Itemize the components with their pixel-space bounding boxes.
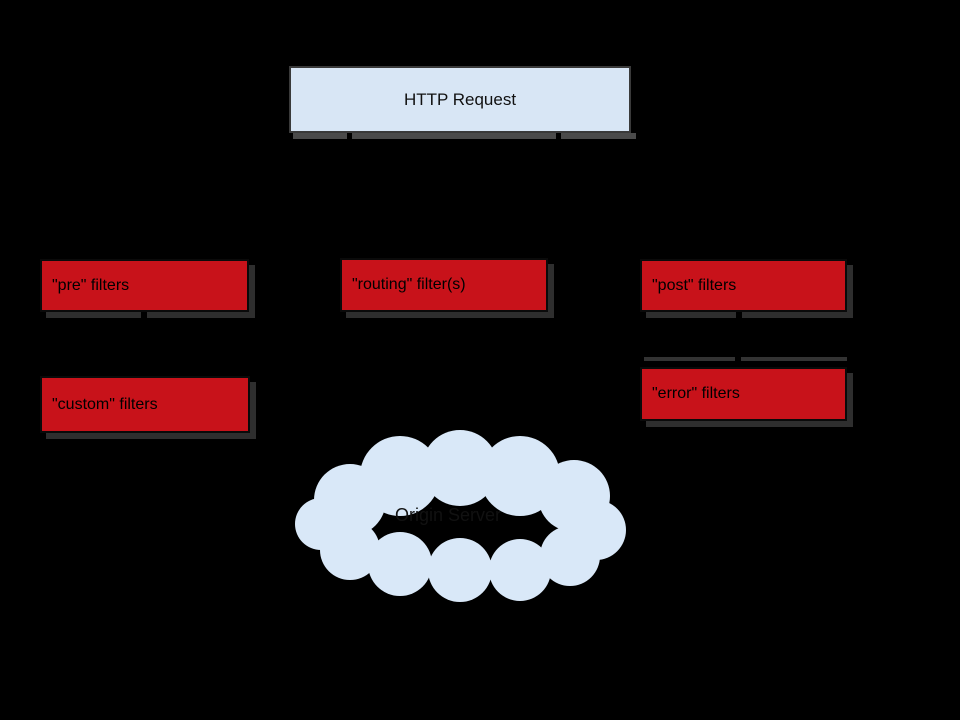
routing-filters-label: "routing" filter(s) — [352, 276, 466, 293]
request-box-shadow — [293, 133, 636, 139]
custom-filters-label: "custom" filters — [52, 395, 158, 413]
error-filters-label: "error" filters — [652, 385, 740, 402]
error-filters-box: "error" filters — [640, 367, 847, 421]
custom-filters-box: "custom" filters — [40, 376, 250, 433]
pre-filters-label: "pre" filters — [52, 276, 130, 294]
connector-shadow-gap — [347, 133, 352, 139]
pre-filters-box: "pre" filters — [40, 259, 249, 312]
routing-filters-box: "routing" filter(s) — [340, 258, 548, 312]
origin-server-label: Origin Server — [394, 505, 502, 525]
post-filters-box: "post" filters — [640, 259, 847, 312]
connector-shadow-gap — [735, 357, 741, 361]
connector-shadow-gap — [736, 312, 742, 319]
http-request-label: HTTP Request — [403, 89, 517, 109]
post-filters-label: "post" filters — [652, 276, 737, 294]
connector-shadow-gap — [556, 133, 561, 139]
http-request-box: HTTP Request — [289, 66, 631, 133]
connector-shadow-gap — [141, 312, 147, 319]
origin-server-cloud-shape — [293, 430, 628, 602]
connector-line-shadow — [644, 357, 847, 361]
